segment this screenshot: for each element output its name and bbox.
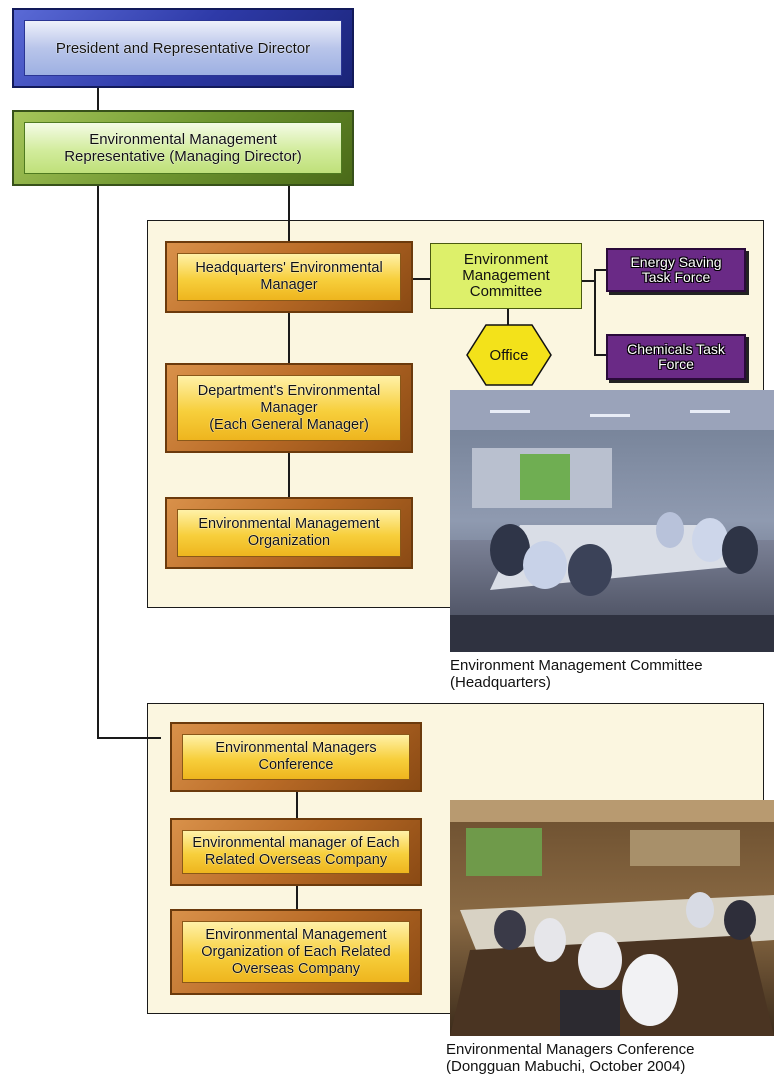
managers-conference-box: Environmental Managers Conference xyxy=(170,722,422,792)
president-box: President and Representative Director xyxy=(12,8,354,88)
connector-line xyxy=(288,184,290,242)
overseas-org-box: Environmental Management Organization of… xyxy=(170,909,422,995)
connector-line xyxy=(594,269,596,355)
hq-manager-box: Headquarters' Environmental Manager xyxy=(165,241,413,313)
env-mgmt-org-box: Environmental Management Organization xyxy=(165,497,413,569)
connector-line xyxy=(97,184,99,738)
office-hexagon: Office xyxy=(466,324,552,386)
conference-photo xyxy=(450,800,774,1036)
dept-manager-box: Department's Environmental Manager (Each… xyxy=(165,363,413,453)
meeting-room-image xyxy=(450,390,774,652)
conference-room-image xyxy=(450,800,774,1036)
env-committee-box: Environment Management Committee xyxy=(430,243,582,309)
connector-line xyxy=(412,278,430,280)
overseas-manager-label: Environmental manager of Each Related Ov… xyxy=(182,830,410,874)
ems-representative-box: Environmental Management Representative … xyxy=(12,110,354,186)
overseas-manager-box: Environmental manager of Each Related Ov… xyxy=(170,818,422,886)
connector-line xyxy=(594,354,606,356)
ems-representative-label: Environmental Management Representative … xyxy=(24,122,342,174)
connector-line xyxy=(581,280,595,282)
env-mgmt-org-label: Environmental Management Organization xyxy=(177,509,401,557)
conference-photo-caption: Environmental Managers Conference (Dongg… xyxy=(446,1041,695,1075)
overseas-org-label: Environmental Management Organization of… xyxy=(182,921,410,983)
connector-line xyxy=(296,792,298,819)
connector-line xyxy=(288,312,290,364)
connector-line xyxy=(97,87,99,111)
hq-manager-label: Headquarters' Environmental Manager xyxy=(177,253,401,301)
dept-manager-label: Department's Environmental Manager (Each… xyxy=(177,375,401,441)
connector-line xyxy=(594,269,606,271)
hq-photo-caption: Environment Management Committee (Headqu… xyxy=(450,657,703,691)
president-label: President and Representative Director xyxy=(24,20,342,76)
office-label: Office xyxy=(489,346,529,364)
chemicals-task-force-box: Chemicals Task Force xyxy=(606,334,746,380)
managers-conference-label: Environmental Managers Conference xyxy=(182,734,410,780)
connector-line xyxy=(507,308,509,326)
hq-committee-photo xyxy=(450,390,774,652)
connector-line xyxy=(288,452,290,498)
hexagon-shape xyxy=(466,324,552,386)
energy-task-force-box: Energy Saving Task Force xyxy=(606,248,746,292)
connector-line xyxy=(296,885,298,910)
connector-line xyxy=(97,737,161,739)
